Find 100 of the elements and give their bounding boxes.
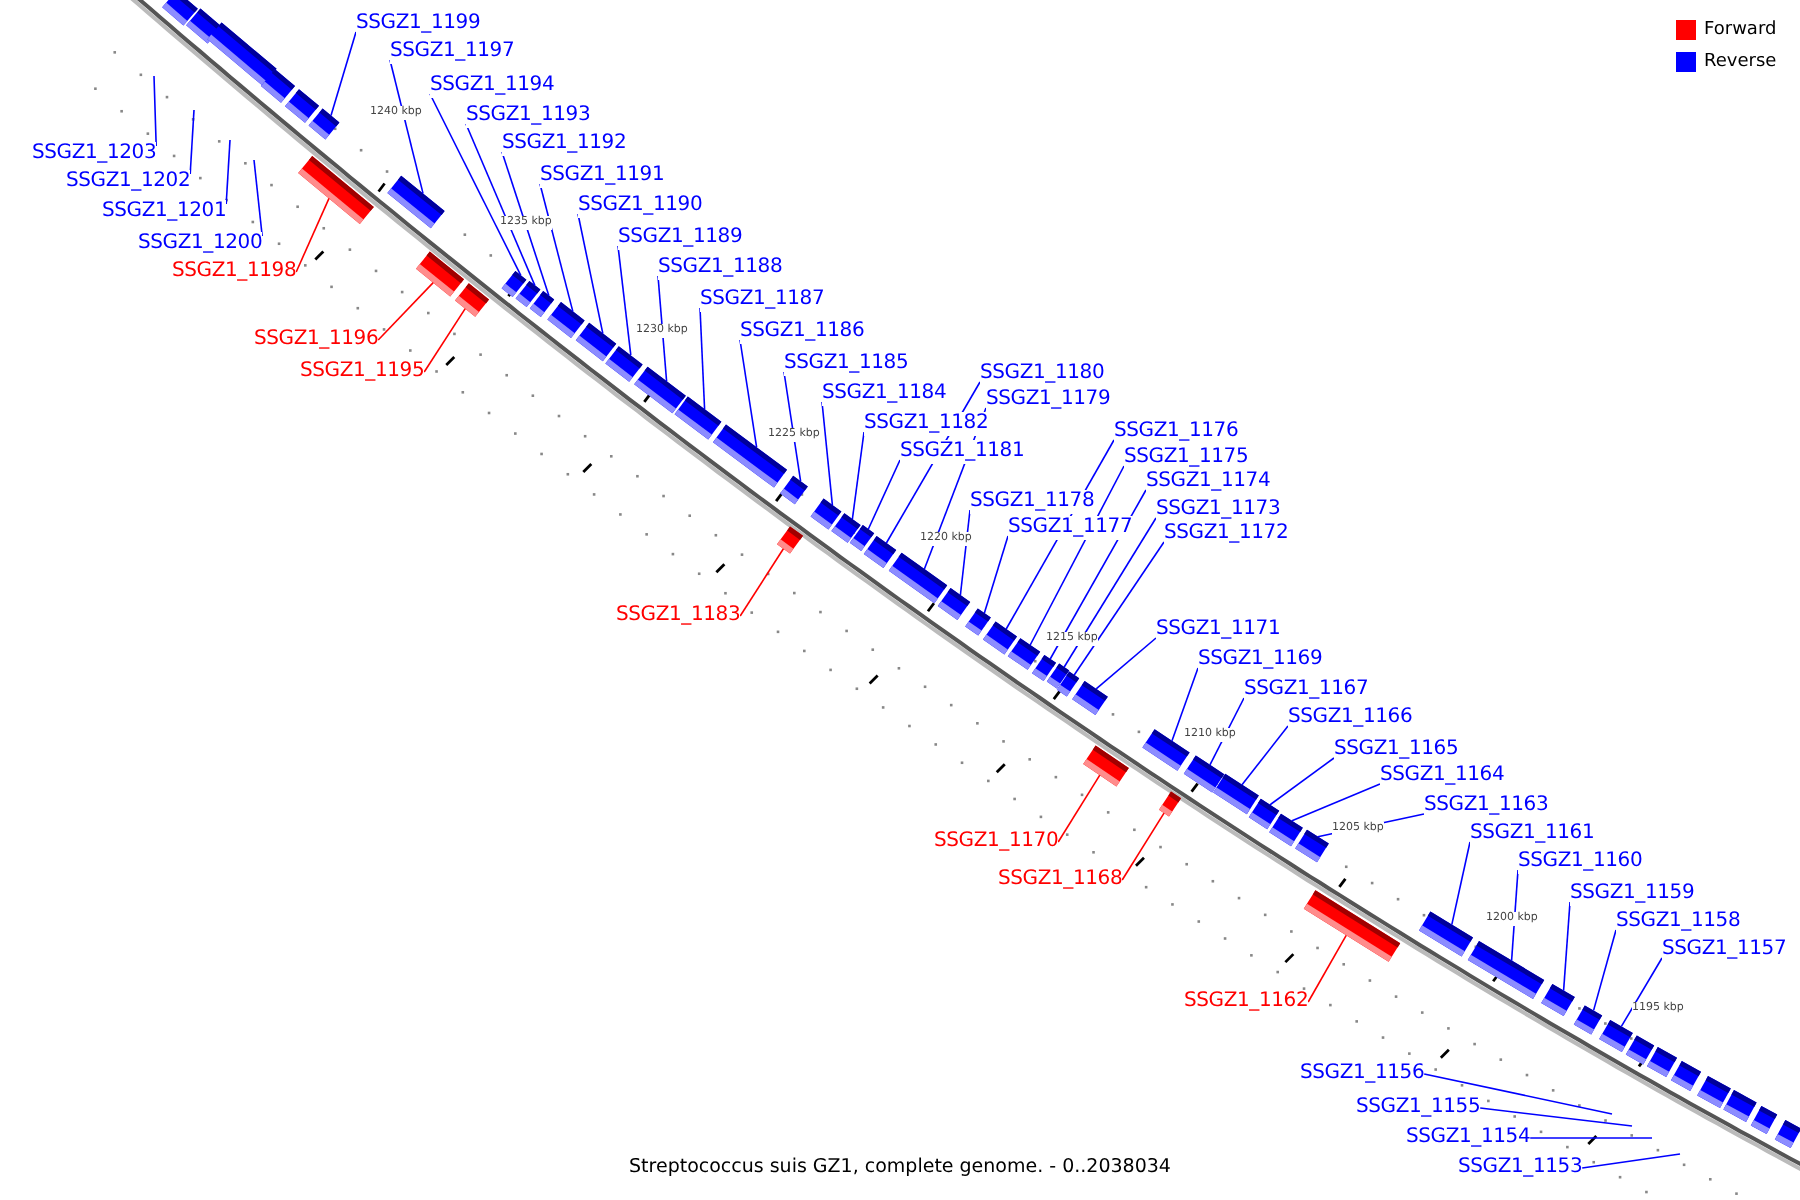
- gene-block: [1774, 1120, 1800, 1148]
- leader-line: [1073, 541, 1165, 676]
- gene-block: [1007, 638, 1041, 670]
- gene-label: SSGZ1_1160: [1518, 850, 1643, 874]
- gene-label: SSGZ1_1186: [740, 320, 865, 344]
- leader-line: [1291, 783, 1381, 822]
- leader-line: [1510, 869, 1519, 962]
- gene-label: SSGZ1_1157: [1662, 938, 1787, 962]
- gene-block: [937, 588, 971, 620]
- gene-block: [1750, 1106, 1778, 1134]
- gene-label: SSGZ1_1167: [1244, 678, 1369, 702]
- gene-block: [1419, 911, 1473, 957]
- leader-line: [1479, 1107, 1633, 1127]
- gene-block: [285, 89, 319, 123]
- gene-block: [983, 621, 1017, 655]
- gene-label: SSGZ1_1189: [618, 226, 743, 250]
- gene-block: [1541, 984, 1575, 1016]
- gene-label: SSGZ1_1183: [616, 604, 741, 628]
- leader-line: [153, 75, 157, 147]
- gene-block: [207, 22, 277, 86]
- gene-label: SSGZ1_1193: [466, 104, 591, 128]
- leader-line: [1063, 517, 1157, 668]
- gene-label: SSGZ1_1182: [864, 412, 989, 436]
- gene-block: [1599, 1020, 1633, 1052]
- gene-block: [529, 291, 555, 317]
- leader-line: [377, 281, 434, 341]
- leader-line: [1529, 1137, 1653, 1139]
- gene-block: [1072, 681, 1108, 715]
- gene-label: SSGZ1_1197: [390, 40, 515, 64]
- legend-text: Reverse: [1704, 52, 1777, 72]
- gene-block: [1303, 890, 1401, 962]
- leader-line: [1241, 725, 1289, 786]
- gene-block: [298, 156, 374, 224]
- gene-label: SSGZ1_1155: [1356, 1096, 1481, 1120]
- gene-label: SSGZ1_1159: [1570, 882, 1695, 906]
- leader-line: [330, 31, 357, 117]
- gene-label: SSGZ1_1185: [784, 352, 909, 376]
- gene-block: [1248, 798, 1280, 830]
- gene-label: SSGZ1_1188: [658, 256, 783, 280]
- gene-block: [1183, 755, 1225, 793]
- gene-label: SSGZ1_1175: [1124, 446, 1249, 470]
- leader-line: [389, 59, 424, 195]
- gene-label: SSGZ1_1196: [254, 328, 379, 352]
- gene-block: [1723, 1090, 1757, 1122]
- gene-label: SSGZ1_1166: [1288, 706, 1413, 730]
- gene-block: [674, 396, 722, 440]
- gene-label: SSGZ1_1177: [1008, 516, 1133, 540]
- gene-block: [308, 108, 340, 140]
- gene-label: SSGZ1_1187: [700, 288, 825, 312]
- gene-label: SSGZ1_1200: [138, 232, 263, 256]
- gene-block: [416, 251, 464, 297]
- leader-line: [867, 459, 901, 530]
- leader-line: [657, 275, 668, 382]
- leader-line: [465, 123, 536, 287]
- gene-block: [1269, 813, 1303, 847]
- gene-block: [1159, 791, 1181, 817]
- leader-line: [1620, 957, 1663, 1028]
- leader-line: [1592, 929, 1617, 1012]
- leader-line: [429, 93, 522, 277]
- gene-label: SSGZ1_1178: [970, 490, 1095, 514]
- gene-label: SSGZ1_1202: [66, 170, 191, 194]
- leader-line: [699, 307, 706, 410]
- gene-label: SSGZ1_1201: [102, 200, 227, 224]
- leader-line: [1171, 667, 1199, 742]
- leader-line: [1121, 812, 1165, 881]
- leader-line: [295, 197, 330, 273]
- gene-label: SSGZ1_1176: [1114, 420, 1239, 444]
- gene-label: SSGZ1_1195: [300, 360, 425, 384]
- legend-text: Forward: [1704, 20, 1777, 40]
- gene-label: SSGZ1_1191: [540, 164, 665, 188]
- gene-block: [455, 283, 489, 317]
- gene-label: SSGZ1_1174: [1146, 470, 1271, 494]
- caption: Streptococcus suis GZ1, complete genome. - 0..2038034: [629, 1156, 1171, 1178]
- leader-line: [739, 548, 785, 617]
- leader-line: [1057, 774, 1101, 843]
- gene-label: SSGZ1_1198: [172, 260, 297, 284]
- gene-label: SSGZ1_1180: [980, 362, 1105, 386]
- leader-line: [225, 139, 231, 205]
- gene-label: SSGZ1_1203: [32, 142, 157, 166]
- gene-label: SSGZ1_1168: [998, 868, 1123, 892]
- gene-label: SSGZ1_1164: [1380, 764, 1505, 788]
- gene-block: [634, 366, 686, 414]
- gene-block: [1625, 1035, 1655, 1065]
- gene-label: SSGZ1_1172: [1164, 522, 1289, 546]
- gene-block: [888, 552, 948, 604]
- gene-block: [1295, 829, 1329, 863]
- gene-label: SSGZ1_1156: [1300, 1062, 1425, 1086]
- gene-label: SSGZ1_1171: [1156, 618, 1281, 642]
- gene-block: [547, 302, 585, 338]
- leader-line: [1307, 934, 1347, 1003]
- leader-line: [1581, 1153, 1681, 1169]
- gene-block: [605, 346, 643, 382]
- gene-block: [1671, 1061, 1701, 1091]
- leader-line: [501, 151, 550, 297]
- gene-label: SSGZ1_1163: [1424, 794, 1549, 818]
- gene-label: SSGZ1_1161: [1470, 822, 1595, 846]
- leader-line: [1095, 637, 1157, 690]
- gene-label: SSGZ1_1162: [1184, 990, 1309, 1014]
- gene-block: [1056, 671, 1080, 697]
- leader-line: [959, 509, 971, 596]
